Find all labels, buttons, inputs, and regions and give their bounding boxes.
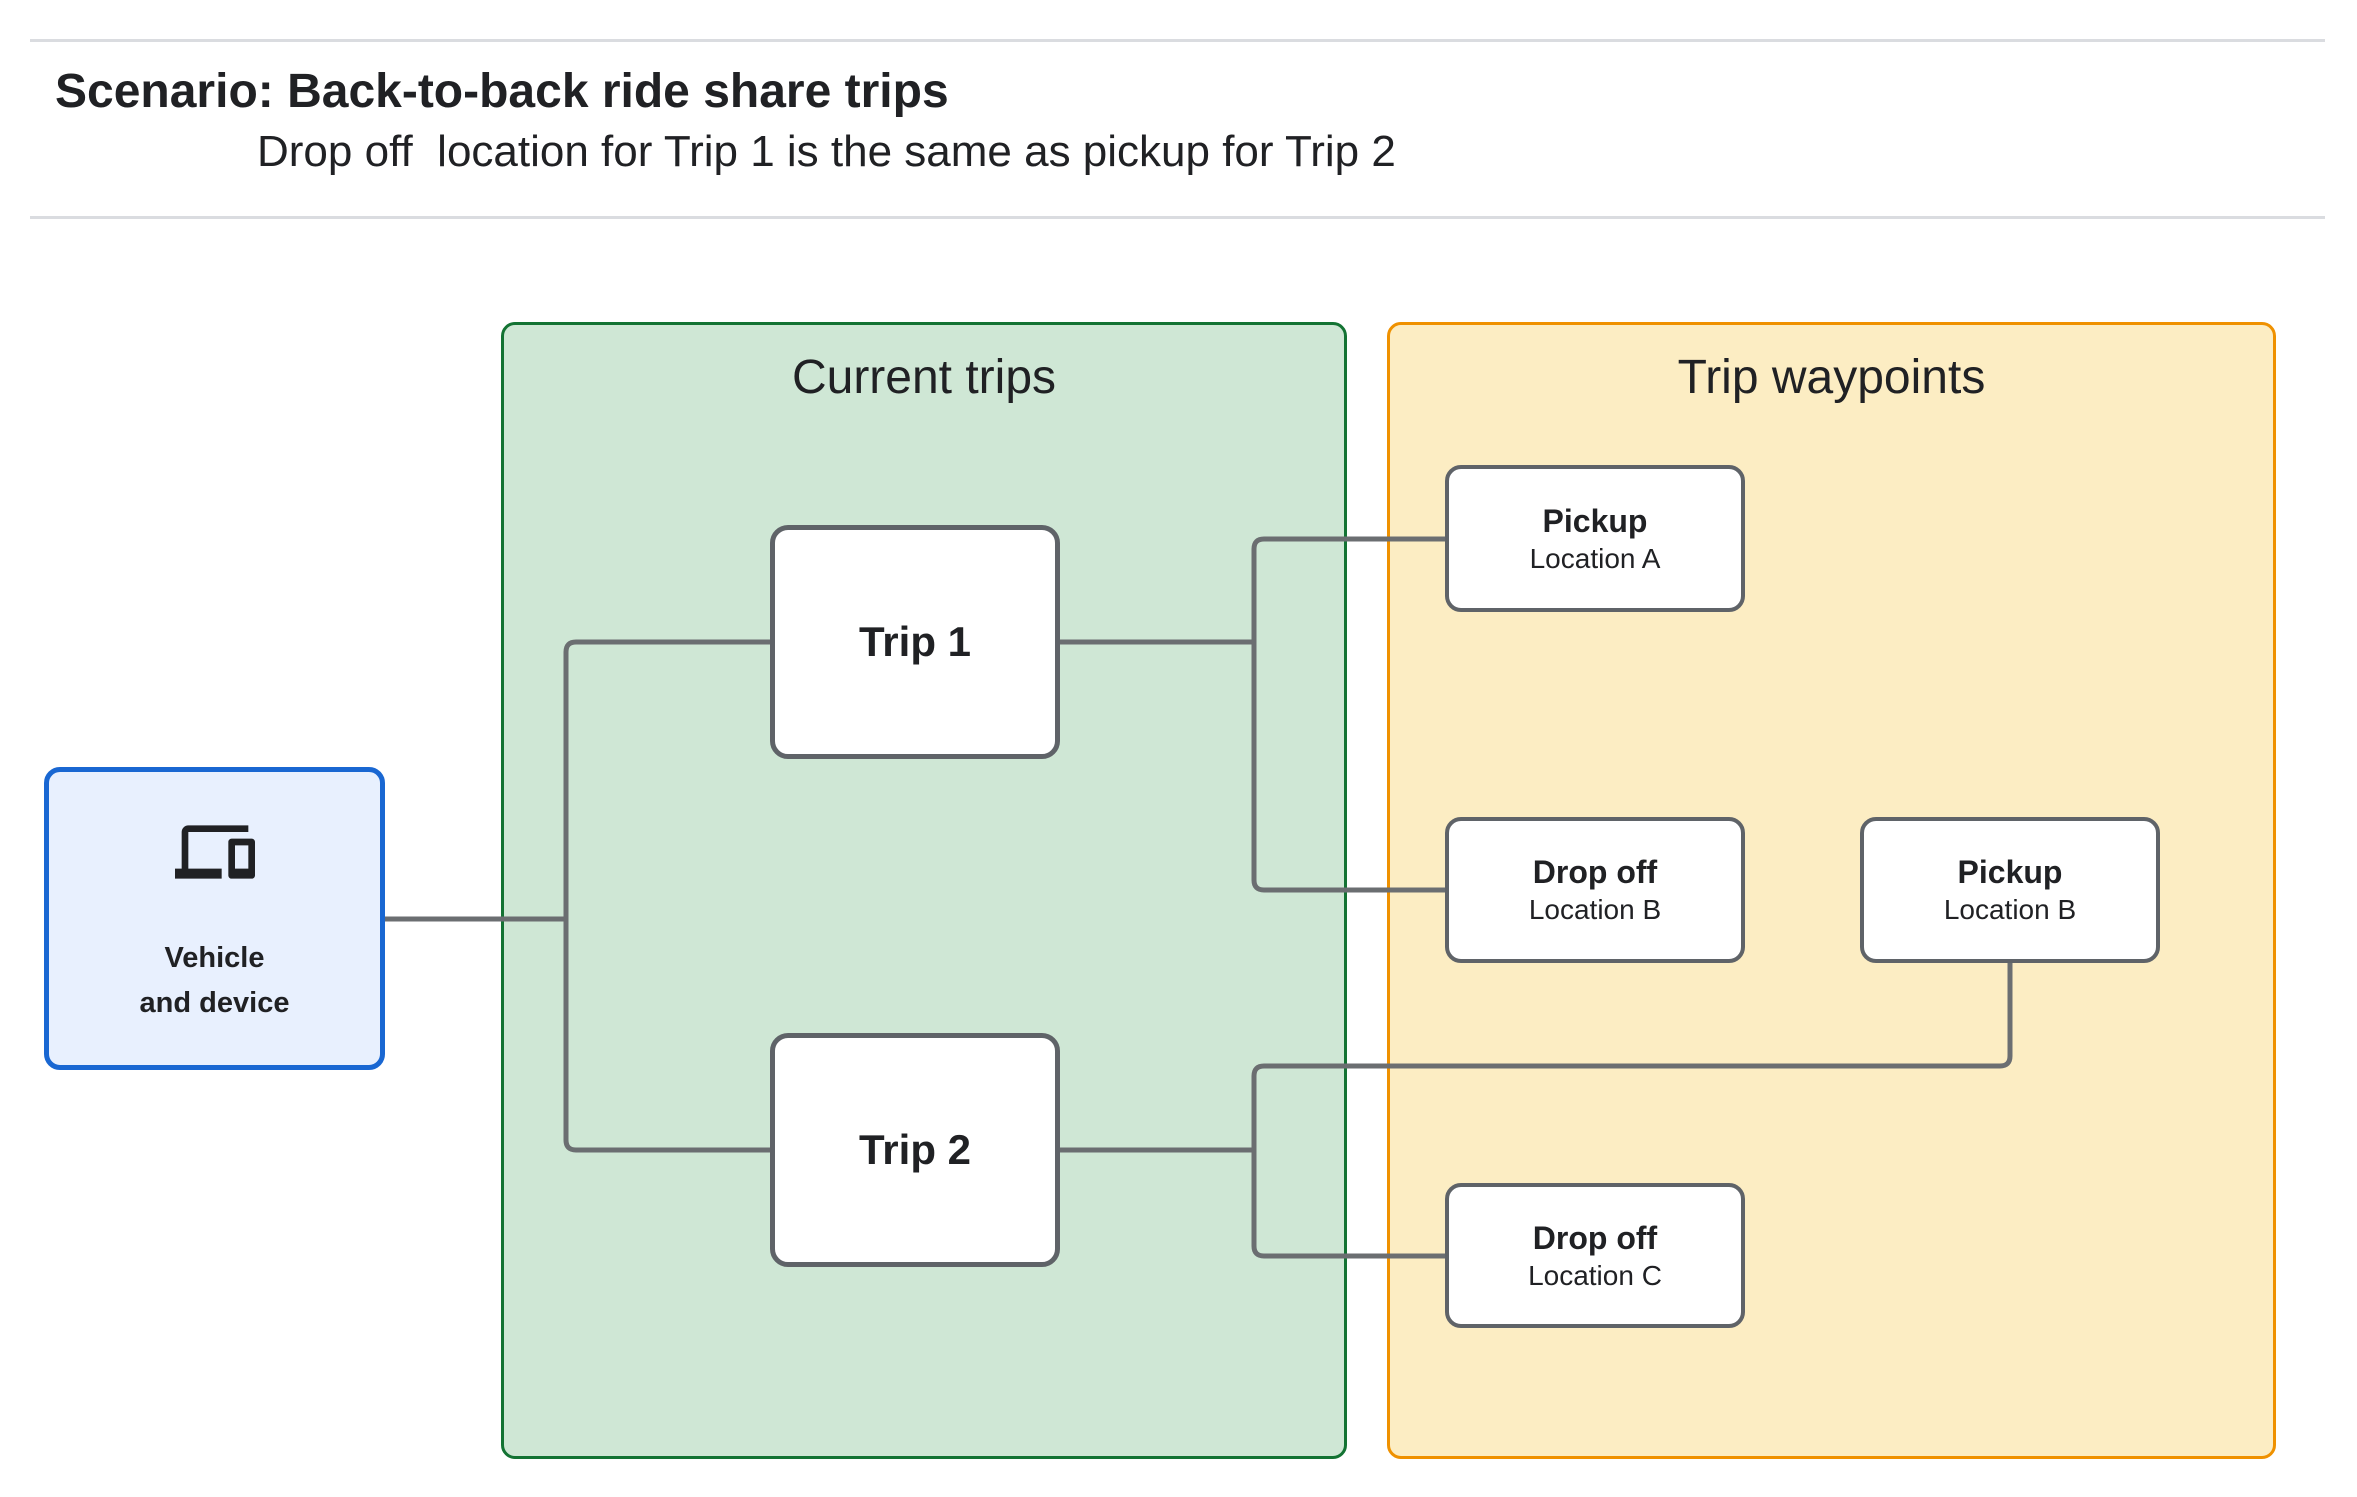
trip-2-label: Trip 2 [858,1126,972,1173]
waypoint-title: Drop off [1532,1219,1658,1256]
trip-2-node: Trip 2 [770,1033,1060,1267]
page-subtitle: Drop off location for Trip 1 is the same… [257,127,1396,176]
devices-icon [174,825,255,879]
waypoint-dropoff-location-c: Drop off Location C [1445,1183,1745,1328]
waypoint-subtitle: Location A [1529,542,1661,574]
vehicle-device-label-line2: and device [139,987,290,1019]
waypoint-pickup-location-a: Pickup Location A [1445,465,1745,612]
waypoint-title: Pickup [1957,854,2063,890]
page-title: Scenario: Back-to-back ride share trips [55,65,949,118]
trip-waypoints-title: Trip waypoints [1677,351,1986,404]
vehicle-device-label: Vehicle and device [140,936,290,1026]
waypoint-subtitle: Location C [1528,1259,1662,1291]
waypoint-subtitle: Location B [1943,894,2077,925]
waypoint-subtitle: Location B [1528,894,1662,925]
header-divider-bottom [30,216,2325,219]
header-divider-top [30,39,2325,42]
vehicle-device-node: Vehicle and device [44,767,385,1070]
trip-1-node: Trip 1 [770,525,1060,759]
current-trips-title: Current trips [791,351,1057,404]
trip-1-label: Trip 1 [858,618,972,665]
waypoint-title: Drop off [1532,854,1658,890]
waypoint-dropoff-location-b: Drop off Location B [1445,817,1745,963]
container-current-trips: Current trips [501,322,1347,1459]
vehicle-device-label-line1: Vehicle [164,942,265,974]
waypoint-title: Pickup [1542,502,1648,539]
waypoint-pickup-location-b: Pickup Location B [1860,817,2160,963]
